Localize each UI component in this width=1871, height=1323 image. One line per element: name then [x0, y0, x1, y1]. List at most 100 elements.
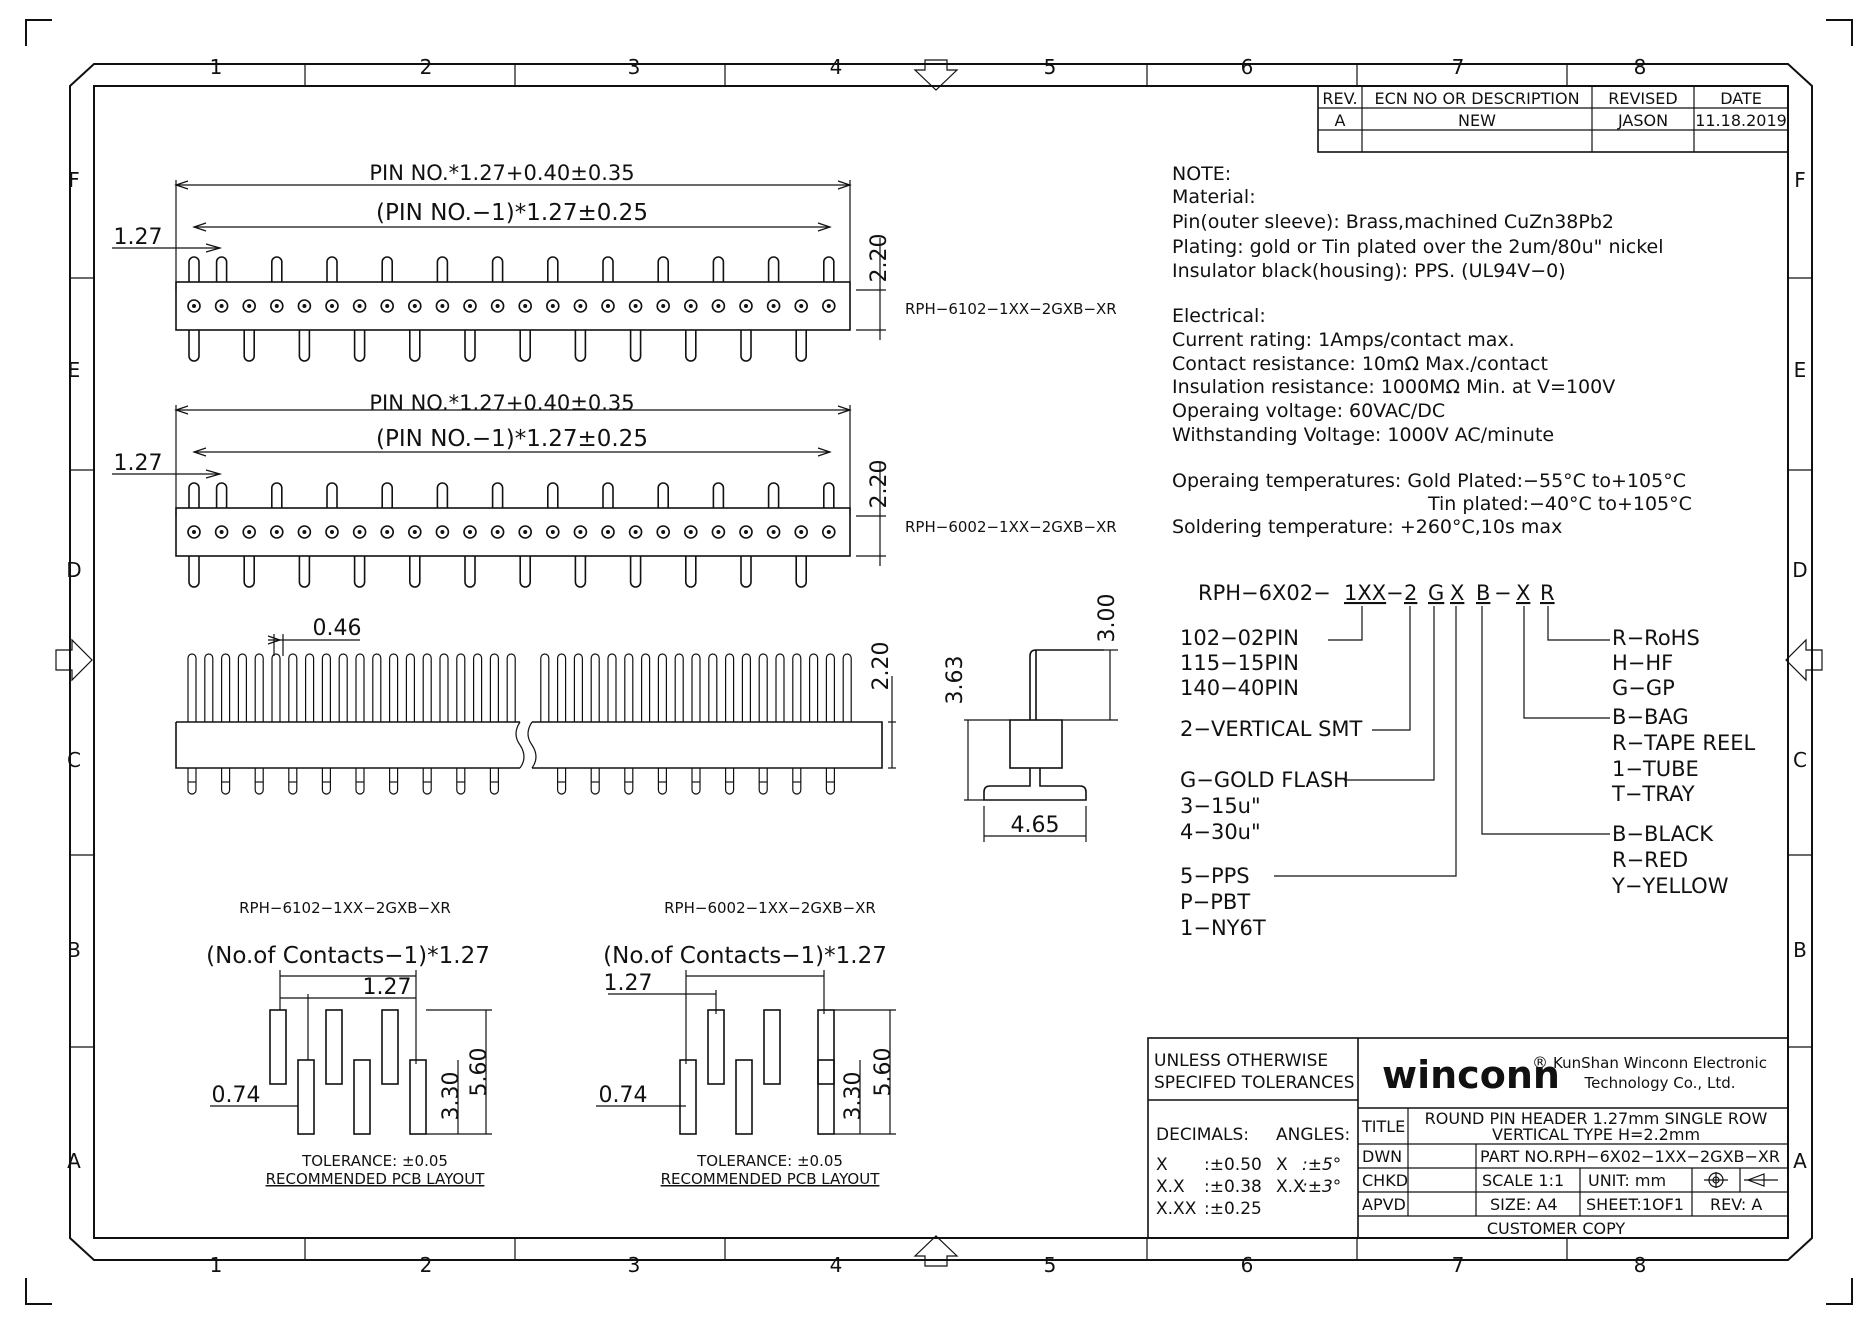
col-label: 1: [210, 55, 223, 79]
code-rohs: R: [1540, 581, 1555, 605]
center-arrow-right: [1785, 638, 1823, 682]
pcb-title: RPH−6102−1XX−2GXB−XR: [239, 899, 451, 917]
col-label: 8: [1634, 1253, 1647, 1277]
title-label: TITLE: [1361, 1117, 1405, 1136]
tol-value: :±5°: [1302, 1155, 1341, 1175]
pin: [242, 299, 256, 362]
pcb-title: RPH−6002−1XX−2GXB−XR: [664, 899, 876, 917]
pcb-layout-6102: RPH−6102−1XX−2GXB−XR (No.of Contacts−1)*…: [206, 899, 492, 1188]
pcb-layout-6002: RPH−6002−1XX−2GXB−XR (No.of Contacts−1)*…: [596, 899, 896, 1188]
pad-length-330-dim: 3.30: [439, 1072, 464, 1121]
pin: [325, 482, 339, 539]
pins-option: 102−02PIN: [1180, 626, 1299, 650]
pitch-length-dim: (PIN NO.−1)*1.27±0.25: [376, 426, 648, 452]
pin: [821, 256, 836, 313]
pin: [355, 653, 365, 795]
note-line: Withstanding Voltage: 1000V AC/minute: [1172, 424, 1554, 446]
pin: [305, 653, 315, 722]
pin: [407, 299, 422, 362]
pin: [739, 525, 753, 588]
note-line: Pin(outer sleeve): Brass,machined CuZn38…: [1172, 211, 1614, 233]
pin: [601, 482, 615, 539]
pin: [297, 525, 312, 588]
pins-option: 140−40PIN: [1180, 676, 1299, 700]
customer-copy-label: CUSTOMER COPY: [1487, 1219, 1626, 1238]
material-option: P−PBT: [1180, 890, 1250, 914]
part-code-breakdown: RPH−6X02− 1XX − 2 G X B − X R 102−02PIN …: [1180, 581, 1755, 940]
pin: [628, 525, 643, 588]
col-label: 7: [1452, 55, 1465, 79]
width-465-dim: 4.65: [1011, 813, 1060, 838]
package-option: T−TRAY: [1611, 782, 1695, 806]
tol-key: X: [1276, 1155, 1288, 1175]
tol-value: :±0.38: [1204, 1177, 1262, 1197]
pin: [187, 256, 201, 362]
col-label: 2: [420, 1253, 433, 1277]
row-label: C: [67, 748, 81, 772]
note-line: Current rating: 1Amps/contact max.: [1172, 329, 1515, 351]
pin: [739, 299, 753, 362]
pad: [679, 1059, 697, 1135]
pin: [422, 653, 432, 795]
package-option: R−TAPE REEL: [1612, 731, 1755, 755]
pin: [325, 256, 339, 313]
height-300-dim: 3.00: [1095, 594, 1120, 643]
pin: [435, 256, 450, 313]
pin: [435, 482, 450, 539]
pin: [573, 299, 588, 362]
package-option: B−BAG: [1612, 705, 1689, 729]
note-line: Contact resistance: 10mΩ Max./contact: [1172, 353, 1548, 375]
pad: [381, 1009, 399, 1085]
part-label-6102: RPH−6102−1XX−2GXB−XR: [905, 300, 1117, 318]
col-label: 4: [830, 55, 843, 79]
tol-key: X: [1156, 1155, 1168, 1175]
date-value: 11.18.2019: [1695, 111, 1787, 130]
pin: [214, 482, 229, 539]
pin: [607, 653, 617, 722]
package-option: 1−TUBE: [1612, 757, 1699, 781]
pad: [269, 1009, 287, 1085]
rev-header: REV.: [1322, 89, 1357, 108]
pin: [573, 653, 583, 722]
col-label: 1: [210, 1253, 223, 1277]
pin: [518, 299, 533, 362]
code-sep: −: [1386, 581, 1404, 605]
pin: [825, 653, 835, 795]
pad: [297, 1059, 315, 1135]
note-line: Insulation resistance: 1000MΩ Min. at V=…: [1172, 376, 1615, 398]
col-label: 3: [628, 55, 641, 79]
sheet-value: SHEET:1OF1: [1586, 1195, 1684, 1214]
plating-option: G−GOLD FLASH: [1180, 768, 1349, 792]
pin: [405, 653, 415, 722]
pad-width-074-dim: 0.74: [599, 1083, 648, 1108]
pad: [707, 1009, 725, 1085]
pin: [237, 653, 247, 722]
pin: [656, 256, 671, 313]
tol-value: :±0.50: [1204, 1155, 1262, 1175]
unit-value: UNIT: mm: [1588, 1171, 1666, 1190]
plating-option: 4−30u": [1180, 820, 1261, 844]
tol-key: X.X: [1156, 1177, 1185, 1197]
projection-symbol-icon: [1704, 1172, 1778, 1188]
housing-break: [175, 721, 883, 769]
center-arrow-top: [913, 59, 959, 91]
tol-key: X.XX: [1156, 1199, 1197, 1219]
pin: [389, 653, 399, 795]
pin: [242, 525, 256, 588]
recommended-layout-label: RECOMMENDED PCB LAYOUT: [266, 1170, 486, 1188]
pin: [518, 525, 533, 588]
dwn-label: DWN: [1362, 1147, 1402, 1166]
row-label: B: [1793, 938, 1807, 962]
pin: [490, 482, 505, 539]
note-line: Operaing temperatures: Gold Plated:−55°C…: [1172, 470, 1686, 492]
pin: [766, 482, 781, 539]
pin: [809, 653, 819, 722]
ecn-header: ECN NO OR DESCRIPTION: [1374, 89, 1579, 108]
pitch-127-dim: 1.27: [363, 975, 412, 1000]
row-label: A: [67, 1149, 81, 1173]
pin: [407, 525, 422, 588]
pin: [624, 653, 634, 795]
contacts-dim: (No.of Contacts−1)*1.27: [206, 943, 490, 969]
company-name: KunShan Winconn Electronic: [1553, 1054, 1767, 1072]
pin: [352, 299, 367, 362]
